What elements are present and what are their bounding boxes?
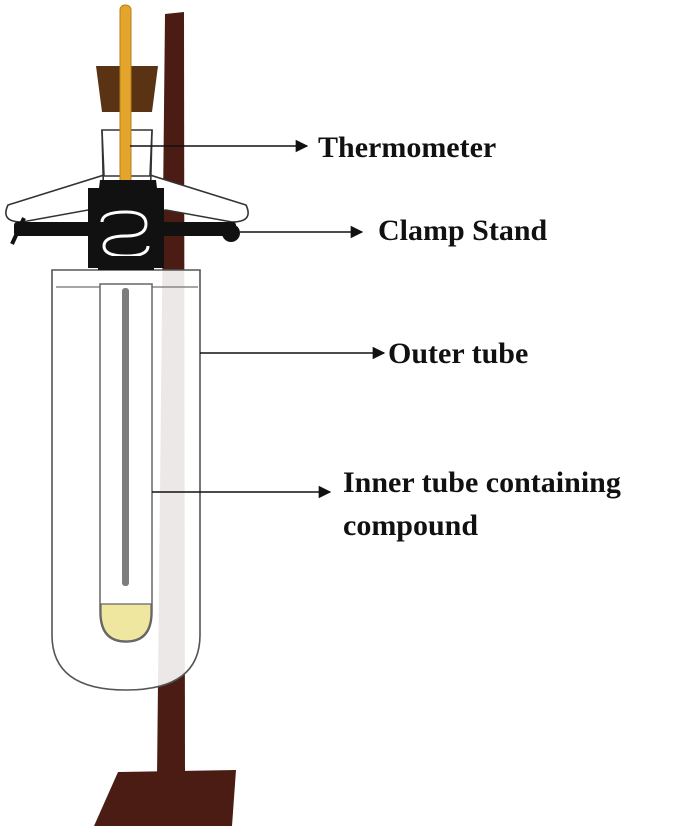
thermometer bbox=[119, 4, 132, 201]
clamp bbox=[10, 180, 240, 270]
compound-sample bbox=[100, 603, 152, 642]
inner-tube-label-line2: compound bbox=[343, 509, 479, 542]
thermometer-stem bbox=[122, 288, 129, 586]
outer-tube-label: Outer tube bbox=[388, 337, 529, 370]
thermometer-label: Thermometer bbox=[318, 131, 497, 164]
tube-holder-right-arm bbox=[149, 129, 249, 223]
inner-tube-label-line1: Inner tube containing bbox=[343, 466, 621, 499]
stand-base bbox=[94, 770, 236, 826]
tube-holder-left-arm bbox=[5, 129, 105, 223]
clamp-stand-label: Clamp Stand bbox=[378, 214, 548, 247]
